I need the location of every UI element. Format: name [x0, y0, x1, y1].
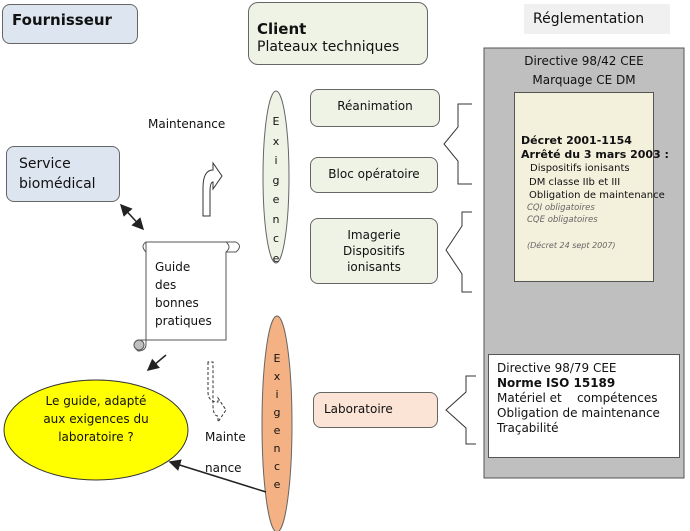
- decret-item: Dispositifs ionisants: [530, 163, 630, 174]
- exigence-letter: e: [272, 251, 280, 265]
- exigence-letter: i: [275, 388, 279, 401]
- service-guide-arrow: [119, 203, 145, 231]
- cqe-label: CQE obligatoires: [527, 215, 598, 225]
- directive-bottom-line-4: Obligation de maintenance: [497, 406, 660, 420]
- maintenance-part-1: Mainte: [205, 430, 246, 444]
- exigence-vertical-bottom: E x i g e n c e: [269, 350, 285, 494]
- exigence-letter: x: [272, 134, 280, 148]
- exigence-letter: E: [272, 115, 280, 128]
- guide-to-ellipse-arrow: [146, 354, 167, 371]
- guide-line: des: [155, 278, 177, 292]
- dashed-down-arrow: [207, 361, 227, 424]
- adapted-guide-line: laboratoire ?: [58, 430, 134, 444]
- directive-bottom-line-3: Matériel et compétences: [497, 391, 658, 405]
- exigence-letter: c: [273, 460, 281, 473]
- exigence-letter: E: [273, 352, 281, 365]
- exigence-letter: e: [273, 478, 281, 491]
- reglementation-header: Réglementation: [524, 4, 670, 34]
- directive-top-line-1: Directive 98/42 CEE: [524, 54, 644, 68]
- guide-text: Guide des bonnes pratiques: [155, 258, 212, 330]
- exigence-letter: g: [272, 173, 280, 187]
- adapted-guide-ellipse: [3, 379, 189, 481]
- exigence-letter: e: [272, 193, 280, 206]
- maintenance-label: Maintenance: [148, 117, 226, 131]
- service-biomedical-box: Service biomédical: [6, 146, 120, 202]
- fournisseur-label: Fournisseur: [12, 11, 112, 29]
- decret-note: (Décret 24 sept 2007): [527, 241, 616, 250]
- brace-top: [443, 103, 472, 185]
- exigence-letter: n: [273, 442, 281, 455]
- guide-line: bonnes: [155, 296, 199, 310]
- decret-box: Décret 2001-1154 Arrêté du 3 mars 2003 :…: [514, 92, 669, 282]
- service-line-2: biomédical: [19, 176, 96, 192]
- cqi-label: CQI obligatoires: [527, 203, 595, 213]
- adapted-guide-line: Le guide, adapté: [45, 394, 147, 408]
- client-box: Client Plateaux techniques: [248, 2, 428, 65]
- reanimation-label: Réanimation: [337, 99, 413, 113]
- exigence-letter: c: [272, 232, 280, 245]
- imagerie-line-1: Imagerie: [347, 228, 401, 242]
- fournisseur-box: Fournisseur: [2, 4, 138, 44]
- brace-bottom: [445, 375, 476, 445]
- exigence-letter: i: [274, 154, 278, 167]
- directive-top-line-2: Marquage CE DM: [532, 73, 636, 87]
- adapted-guide-line: aux exigences du: [43, 412, 149, 426]
- exigence-letter: n: [272, 212, 280, 226]
- client-subtitle: Plateaux techniques: [257, 39, 400, 55]
- reanimation-box: Réanimation: [310, 89, 440, 127]
- exigence-to-ellipse-arrow: [168, 459, 267, 493]
- exigence-letter: g: [273, 406, 281, 419]
- directive-bottom-line-1: Directive 98/79 CEE: [497, 361, 617, 375]
- directive-top: Directive 98/42 CEE Marquage CE DM: [484, 52, 684, 90]
- exigence-ellipse-top: [262, 90, 290, 264]
- guide-scroll-shape: [133, 241, 240, 352]
- curved-up-arrow: [202, 161, 223, 217]
- decret-title: Décret 2001-1154: [521, 134, 632, 147]
- iso-norm: Norme ISO 15189: [497, 376, 616, 390]
- decret-item: DM classe IIb et III: [529, 177, 621, 188]
- guide-line: pratiques: [155, 314, 212, 328]
- decret-item: Obligation de maintenance: [529, 190, 665, 201]
- exigence-vertical-top: E x i g e n c e: [268, 112, 284, 268]
- guide-line: Guide: [155, 260, 191, 274]
- imagerie-box: Imagerie Dispositifs ionisants: [310, 218, 438, 284]
- laboratoire-box: Laboratoire: [313, 392, 438, 428]
- arrete-title: Arrêté du 3 mars 2003 :: [521, 148, 669, 161]
- exigence-letter: x: [273, 370, 281, 383]
- maintenance-part-2: nance: [205, 461, 242, 475]
- imagerie-line-3: ionisants: [347, 260, 401, 274]
- imagerie-line-2: Dispositifs: [343, 244, 405, 258]
- laboratoire-label: Laboratoire: [324, 402, 393, 416]
- exigence-ellipse-bottom: [261, 315, 293, 531]
- brace-middle: [445, 211, 472, 293]
- adapted-guide-text: Le guide, adapté aux exigences du labora…: [10, 392, 182, 446]
- exigence-letter: e: [273, 424, 281, 437]
- directive-bottom-box: Directive 98/79 CEE Norme ISO 15189 Maté…: [488, 354, 680, 458]
- directive-bottom-line-5: Traçabilité: [497, 421, 559, 435]
- reglementation-label: Réglementation: [533, 11, 645, 27]
- bloc-operatoire-label: Bloc opératoire: [328, 167, 420, 181]
- service-line-1: Service: [19, 156, 71, 172]
- client-title: Client: [257, 20, 307, 38]
- bloc-operatoire-box: Bloc opératoire: [310, 157, 438, 193]
